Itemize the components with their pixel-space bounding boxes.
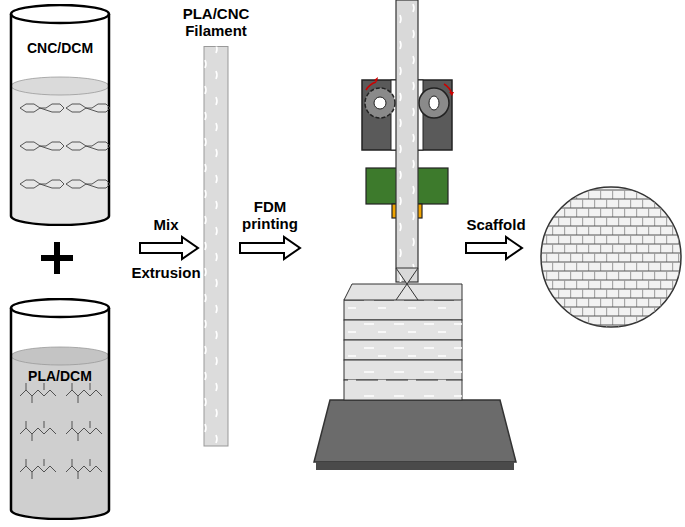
step-label: Mix [126,216,206,233]
node-label: PLA/DCM [8,368,112,384]
step-label: FDM printing [235,198,305,233]
fdm-printer [314,0,516,470]
node-label: PLA/CNC Filament [176,4,256,41]
solution-beaker: PLA/DCM [8,298,112,520]
node-label: CNC/DCM [8,40,112,56]
step-label: Scaffold [456,216,536,233]
process-arrows [140,237,522,259]
scaffold-disc [540,187,682,334]
solution-beaker: CNC/DCM [8,4,112,226]
step-label: Extrusion [121,264,211,281]
beaker-outline [8,298,112,520]
beaker-outline [8,4,112,226]
plus-sign [41,242,73,274]
